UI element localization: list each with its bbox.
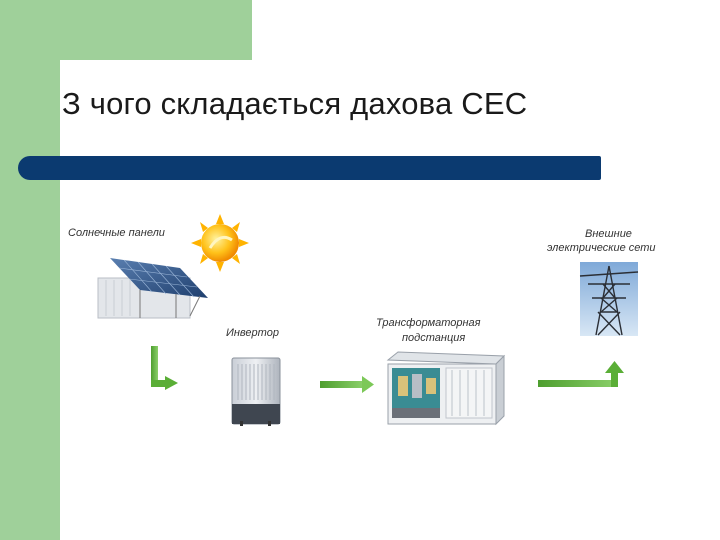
power-tower-icon	[579, 262, 639, 336]
arrow-panels-to-inverter	[151, 346, 178, 390]
solar-panels-container-icon	[97, 258, 208, 319]
arrow-substation-to-grid	[538, 361, 624, 387]
title-underline-bar	[18, 156, 601, 180]
slide-title: З чого складається дахова СЕС	[62, 86, 528, 121]
sun-icon	[191, 214, 249, 272]
grid-label-1: Внешние	[585, 228, 632, 240]
substation-label-2: подстанция	[402, 332, 466, 344]
inverter-label: Инвертор	[226, 327, 279, 339]
content-corner	[60, 60, 120, 120]
arrow-inverter-to-substation	[320, 376, 374, 393]
grid-label-2: электрические сети	[547, 242, 656, 254]
green-left-band	[0, 0, 60, 540]
solar-panels-label: Солнечные панели	[68, 227, 165, 239]
substation-icon	[386, 351, 506, 426]
substation-label-1: Трансформаторная	[376, 317, 481, 329]
inverter-icon	[231, 357, 281, 426]
